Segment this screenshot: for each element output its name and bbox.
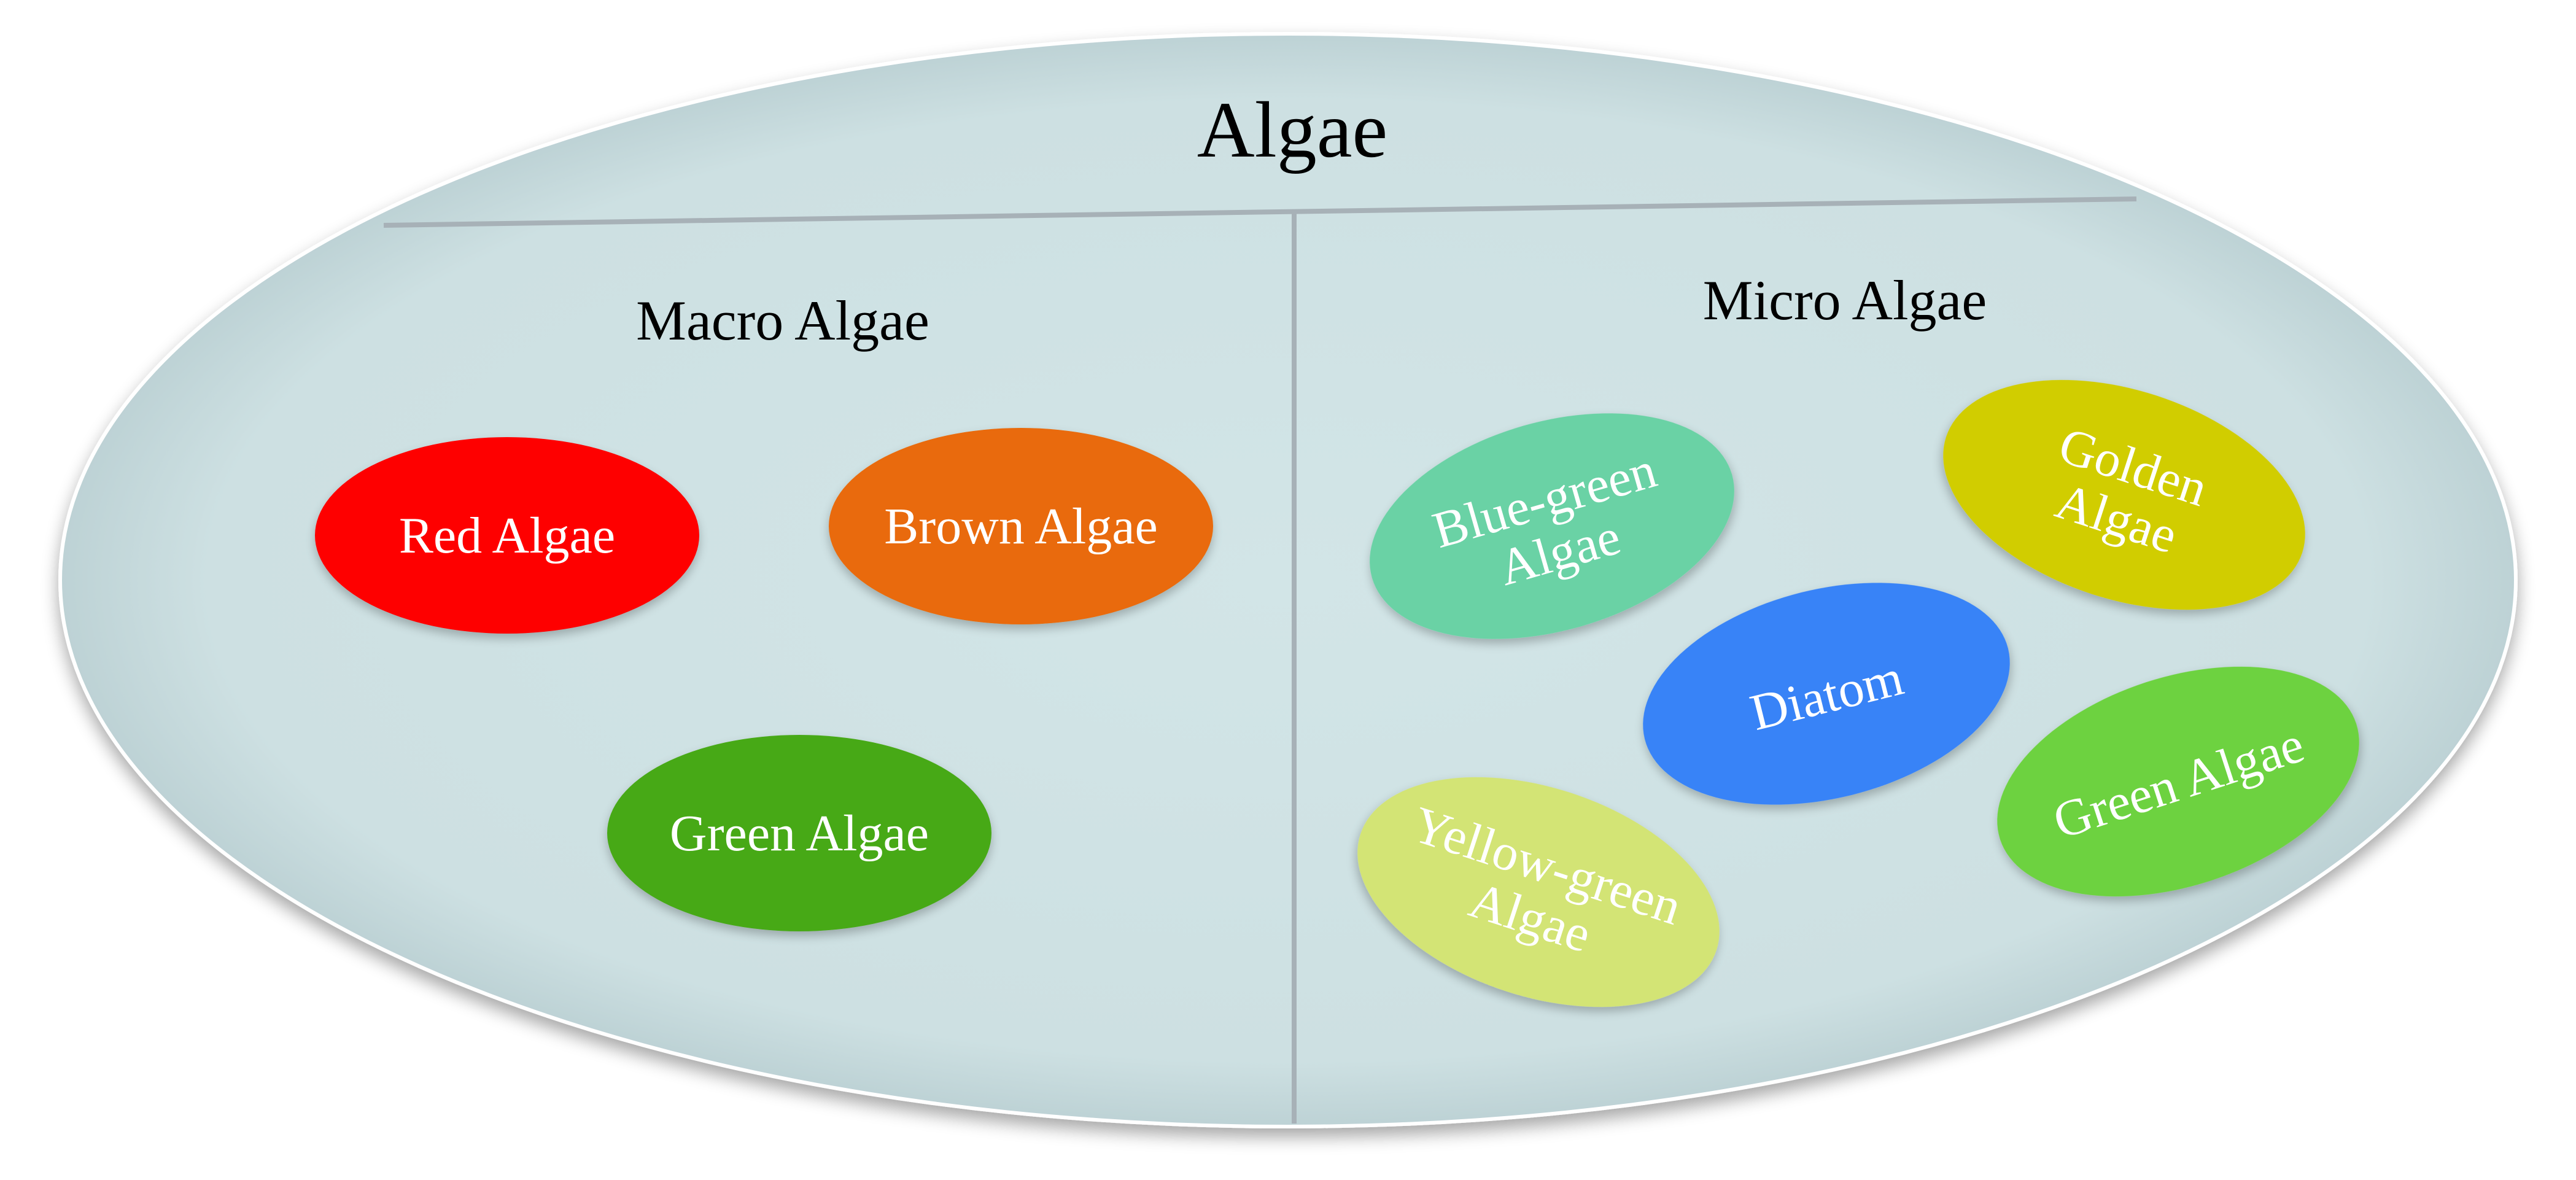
group-label-macro: Macro Algae: [636, 289, 929, 352]
macro-node-green-algae: Green Algae: [607, 735, 991, 931]
node-ellipse: [1943, 379, 2305, 610]
node-ellipse: [1357, 777, 1720, 1007]
macro-node-brown-algae: Brown Algae: [829, 428, 1213, 624]
node-label: Green Algae: [670, 805, 929, 862]
node-label: Red Algae: [399, 507, 615, 564]
node-ellipse: [607, 735, 991, 931]
node-ellipse: [1997, 666, 2359, 897]
node-ellipse: [1370, 413, 1734, 639]
micro-node-diatom: Diatom: [1643, 583, 2010, 805]
micro-node-yellow-green-algae: Yellow-greenAlgae: [1357, 777, 1720, 1007]
macro-node-red-algae: Red Algae: [315, 437, 699, 634]
node-label: Brown Algae: [884, 498, 1158, 555]
node-ellipse: [1643, 583, 2010, 805]
node-ellipse: [829, 428, 1213, 624]
micro-node-blue-green-algae: Blue-greenAlgae: [1370, 413, 1734, 639]
group-label-micro: Micro Algae: [1703, 269, 1987, 332]
diagram-title: Algae: [1197, 86, 1387, 174]
horizontal-divider: [383, 196, 2137, 228]
micro-node-green-algae: Green Algae: [1997, 666, 2359, 897]
micro-node-golden-algae: GoldenAlgae: [1943, 379, 2305, 610]
node-ellipse: [315, 437, 699, 634]
